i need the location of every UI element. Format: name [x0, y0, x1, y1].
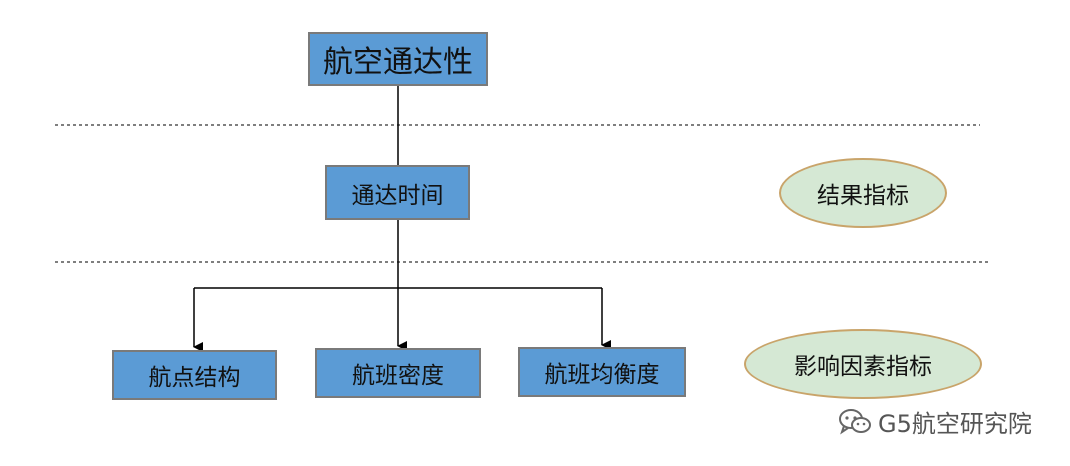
- result-indicator-text: 结果指标: [817, 183, 909, 209]
- factor-indicator-label: 影响因素指标: [744, 329, 982, 399]
- factor-node-3-label: 航班均衡度: [544, 362, 660, 388]
- factor-node-3: 航班均衡度: [518, 347, 686, 397]
- root-node: 航空通达性: [308, 32, 488, 86]
- factor-node-2-label: 航班密度: [352, 363, 444, 389]
- factor-node-2: 航班密度: [315, 348, 481, 398]
- wechat-icon: [839, 408, 871, 434]
- result-node-label: 通达时间: [351, 182, 444, 209]
- watermark: G5航空研究院: [838, 404, 1032, 439]
- watermark-text: G5航空研究院: [878, 410, 1032, 438]
- factor-node-1-label: 航点结构: [148, 365, 241, 391]
- factor-indicator-text: 影响因素指标: [794, 354, 932, 380]
- result-node: 通达时间: [325, 165, 470, 220]
- factor-node-1: 航点结构: [112, 350, 277, 400]
- root-node-label: 航空通达性: [323, 45, 473, 80]
- result-indicator-label: 结果指标: [779, 158, 947, 228]
